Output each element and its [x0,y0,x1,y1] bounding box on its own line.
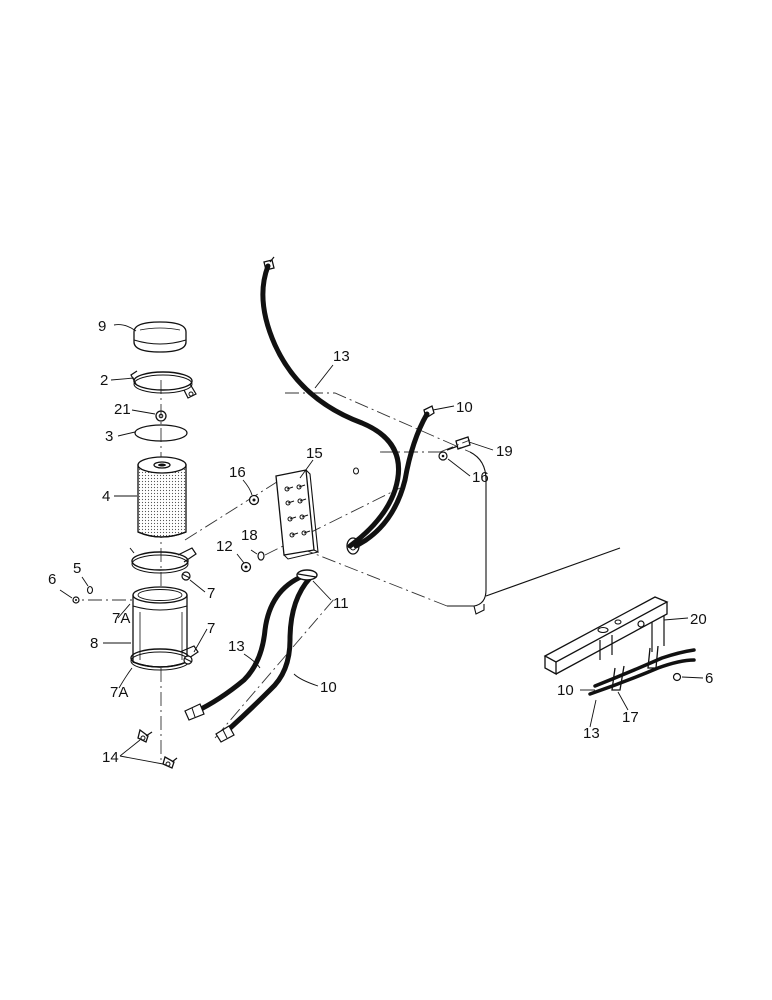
callout-4: 4 [102,488,110,505]
bolt-19 [446,436,471,451]
bracket-studs [284,484,311,538]
hose-13-lower [184,573,306,721]
callout-20: 20 [690,611,707,628]
callout-13-detail: 13 [583,725,600,742]
callout-14: 14 [102,749,119,766]
callout-18: 18 [241,527,258,544]
nut-16-left [248,494,260,506]
callout-11: 11 [333,595,349,612]
elbow-fitting-lower [162,756,178,769]
filter-element [137,456,187,538]
callout-15: 15 [306,445,323,462]
hose-10-lower [215,575,313,743]
callout-21: 21 [114,401,131,418]
upper-band-clamp [129,547,197,581]
clip-11 [296,569,318,581]
mounting-bracket [275,469,319,560]
elbow-fittings [137,728,178,769]
callout-13-top: 13 [333,348,350,365]
callout-10-mid: 10 [320,679,337,696]
nut-6-left [72,596,80,604]
hose-13-upper [260,256,401,549]
leader-lines [59,324,704,765]
nut-16-right [438,451,448,461]
filter-housing [132,586,188,668]
callout-labels: 9 2 21 3 4 16 15 12 18 6 5 7 7A 8 7 7A 1… [48,318,713,766]
callout-19: 19 [496,443,513,460]
gasket [134,424,188,442]
washer-5 [86,585,94,595]
callout-2: 2 [100,372,108,389]
washer-18 [257,551,265,561]
elbow-fitting-upper [137,728,153,743]
callout-6-detail: 6 [705,670,713,687]
callout-10-top: 10 [456,399,473,416]
callout-5: 5 [73,560,81,577]
callout-7-lower: 7 [207,620,215,637]
hose-10-upper [353,405,435,549]
callout-7A-upper: 7A [112,610,130,627]
support-bracket-detail [543,596,696,696]
callout-7A-lower: 7A [110,684,128,701]
tank-outline [285,392,621,615]
callout-16-right: 16 [472,469,489,486]
filter-cover [133,321,187,353]
callout-8: 8 [90,635,98,652]
callout-10-detail: 10 [557,682,574,699]
callout-12: 12 [216,538,233,555]
nut-21 [155,410,167,422]
callout-9: 9 [98,318,106,335]
callout-16-left: 16 [229,464,246,481]
nut-12 [240,561,252,573]
callout-17: 17 [622,709,639,726]
callout-7-upper: 7 [207,585,215,602]
clamp-ring [130,370,197,399]
callout-6-left: 6 [48,571,56,588]
callout-13-mid: 13 [228,638,245,655]
callout-3: 3 [105,428,113,445]
